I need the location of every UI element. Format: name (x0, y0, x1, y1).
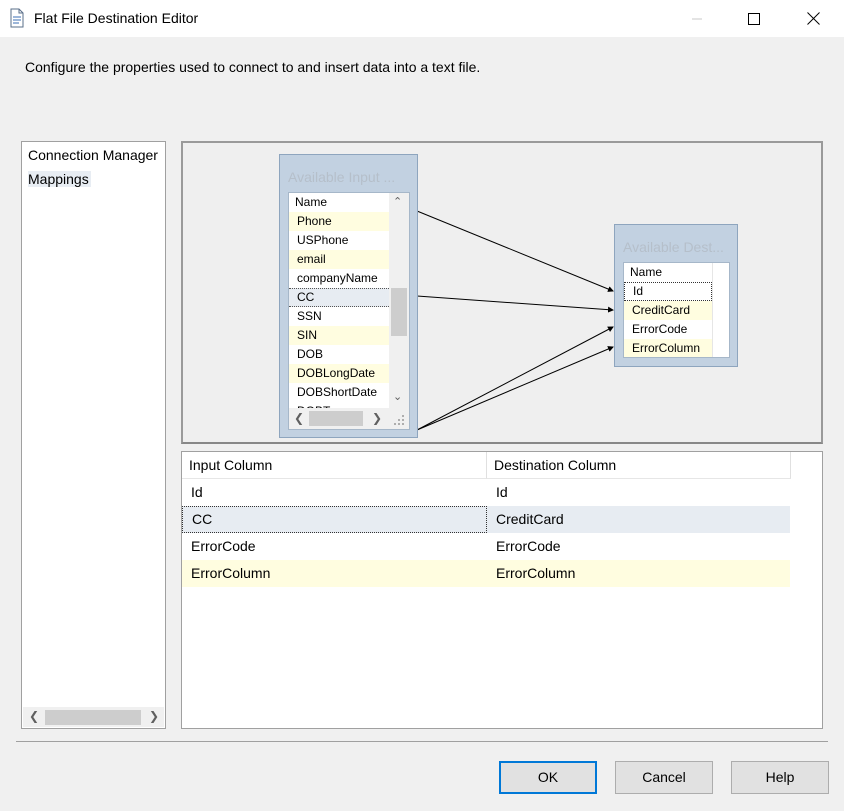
input-column-item[interactable]: DOBT... (289, 402, 389, 408)
input-column-item[interactable]: companyName (297, 271, 378, 285)
maximize-icon (748, 12, 760, 25)
input-column-item-selected[interactable]: CC (289, 288, 389, 307)
mappings-grid[interactable]: Input Column Destination Column Id Id CC… (181, 451, 823, 729)
scroll-down-icon[interactable]: ⌄ (393, 391, 403, 403)
minimize-button[interactable] (674, 0, 720, 37)
close-button[interactable] (790, 0, 836, 37)
input-column-item[interactable]: USPhone (297, 233, 349, 247)
scroll-right-icon[interactable]: ❯ (149, 709, 160, 723)
resize-grip-icon[interactable] (393, 414, 405, 426)
nav-panel: Connection Manager Mappings ❮ ❯ (21, 141, 166, 729)
input-list-vertical-scrollbar[interactable]: ⌃ ⌄ (389, 193, 409, 408)
destination-column-item[interactable]: Id (624, 282, 712, 301)
minimize-icon (692, 18, 702, 19)
close-icon (806, 12, 820, 25)
mapping-line-errorcode[interactable] (416, 326, 614, 431)
maximize-button[interactable] (731, 0, 777, 37)
input-column-item[interactable]: SSN (297, 309, 322, 323)
scroll-up-icon[interactable]: ⌃ (393, 196, 403, 208)
input-column-cell[interactable]: Id (191, 484, 203, 500)
file-icon (10, 8, 24, 28)
ok-button[interactable]: OK (499, 761, 597, 794)
window-title: Flat File Destination Editor (34, 10, 199, 26)
cancel-button[interactable]: Cancel (615, 761, 713, 794)
input-list-header: Name (295, 195, 328, 209)
destination-column-cell[interactable]: ErrorCode (496, 538, 561, 554)
input-column-cell[interactable]: ErrorCode (191, 538, 256, 554)
destination-column-cell[interactable]: Id (496, 484, 508, 500)
input-column-cell[interactable]: ErrorColumn (191, 565, 271, 581)
destination-column-item[interactable]: ErrorColumn (624, 339, 712, 357)
title-bar: Flat File Destination Editor (0, 0, 844, 37)
destination-column-cell[interactable]: CreditCard (487, 506, 790, 533)
nav-item-connection-manager[interactable]: Connection Manager (28, 147, 158, 163)
input-column-item[interactable]: DOB (297, 347, 324, 361)
input-box-title: Available Input ... (288, 169, 396, 185)
help-button[interactable]: Help (731, 761, 829, 794)
input-column-item[interactable]: Phone (289, 212, 389, 231)
destination-list-scroll-gutter (712, 263, 729, 357)
available-input-columns-box[interactable]: Available Input ... Name Phone USPhone e… (279, 154, 418, 438)
mapping-lines (416, 210, 614, 431)
table-row[interactable]: ErrorCode ErrorCode (182, 533, 790, 560)
column-header-destination[interactable]: Destination Column (487, 452, 791, 479)
input-column-item[interactable]: DOBLongDate (289, 364, 389, 383)
dialog-description: Configure the properties used to connect… (25, 59, 481, 75)
scrollbar-thumb[interactable] (391, 288, 407, 336)
input-column-item[interactable]: SIN (289, 326, 389, 345)
destination-box-title: Available Dest... (623, 239, 724, 255)
destination-column-item[interactable]: CreditCard (624, 301, 712, 320)
input-columns-list[interactable]: Name Phone USPhone email companyName CC … (288, 192, 410, 430)
scrollbar-thumb[interactable] (45, 710, 141, 725)
destination-columns-list[interactable]: Name Id CreditCard ErrorCode ErrorColumn (623, 262, 730, 358)
footer-divider (16, 741, 828, 742)
scroll-left-icon[interactable]: ❮ (294, 411, 305, 425)
column-header-input[interactable]: Input Column (182, 452, 487, 479)
mapping-canvas: Available Input ... Name Phone USPhone e… (181, 141, 823, 444)
input-column-item[interactable]: DOBShortDate (297, 385, 378, 399)
nav-item-mappings[interactable]: Mappings (28, 171, 91, 187)
table-row[interactable]: ErrorColumn ErrorColumn (182, 560, 790, 587)
scroll-right-icon[interactable]: ❯ (372, 411, 383, 425)
destination-list-header: Name (630, 265, 663, 279)
mapping-line-cc[interactable] (416, 295, 614, 313)
destination-column-cell[interactable]: ErrorColumn (496, 565, 576, 581)
input-list-horizontal-scrollbar[interactable]: ❮ ❯ (289, 408, 409, 429)
available-destination-columns-box[interactable]: Available Dest... Name Id CreditCard Err… (614, 224, 738, 367)
nav-horizontal-scrollbar[interactable]: ❮ ❯ (23, 707, 164, 727)
input-column-cell[interactable]: CC (182, 506, 487, 533)
scroll-left-icon[interactable]: ❮ (29, 709, 40, 723)
scrollbar-thumb[interactable] (309, 411, 363, 426)
mapping-line-errorcolumn[interactable] (416, 346, 614, 431)
destination-column-item[interactable]: ErrorCode (632, 322, 688, 336)
input-column-item[interactable]: email (289, 250, 389, 269)
table-row[interactable]: Id Id (182, 479, 790, 506)
table-row-selected[interactable]: CC CreditCard (182, 506, 790, 533)
mapping-line-id[interactable] (416, 210, 614, 292)
